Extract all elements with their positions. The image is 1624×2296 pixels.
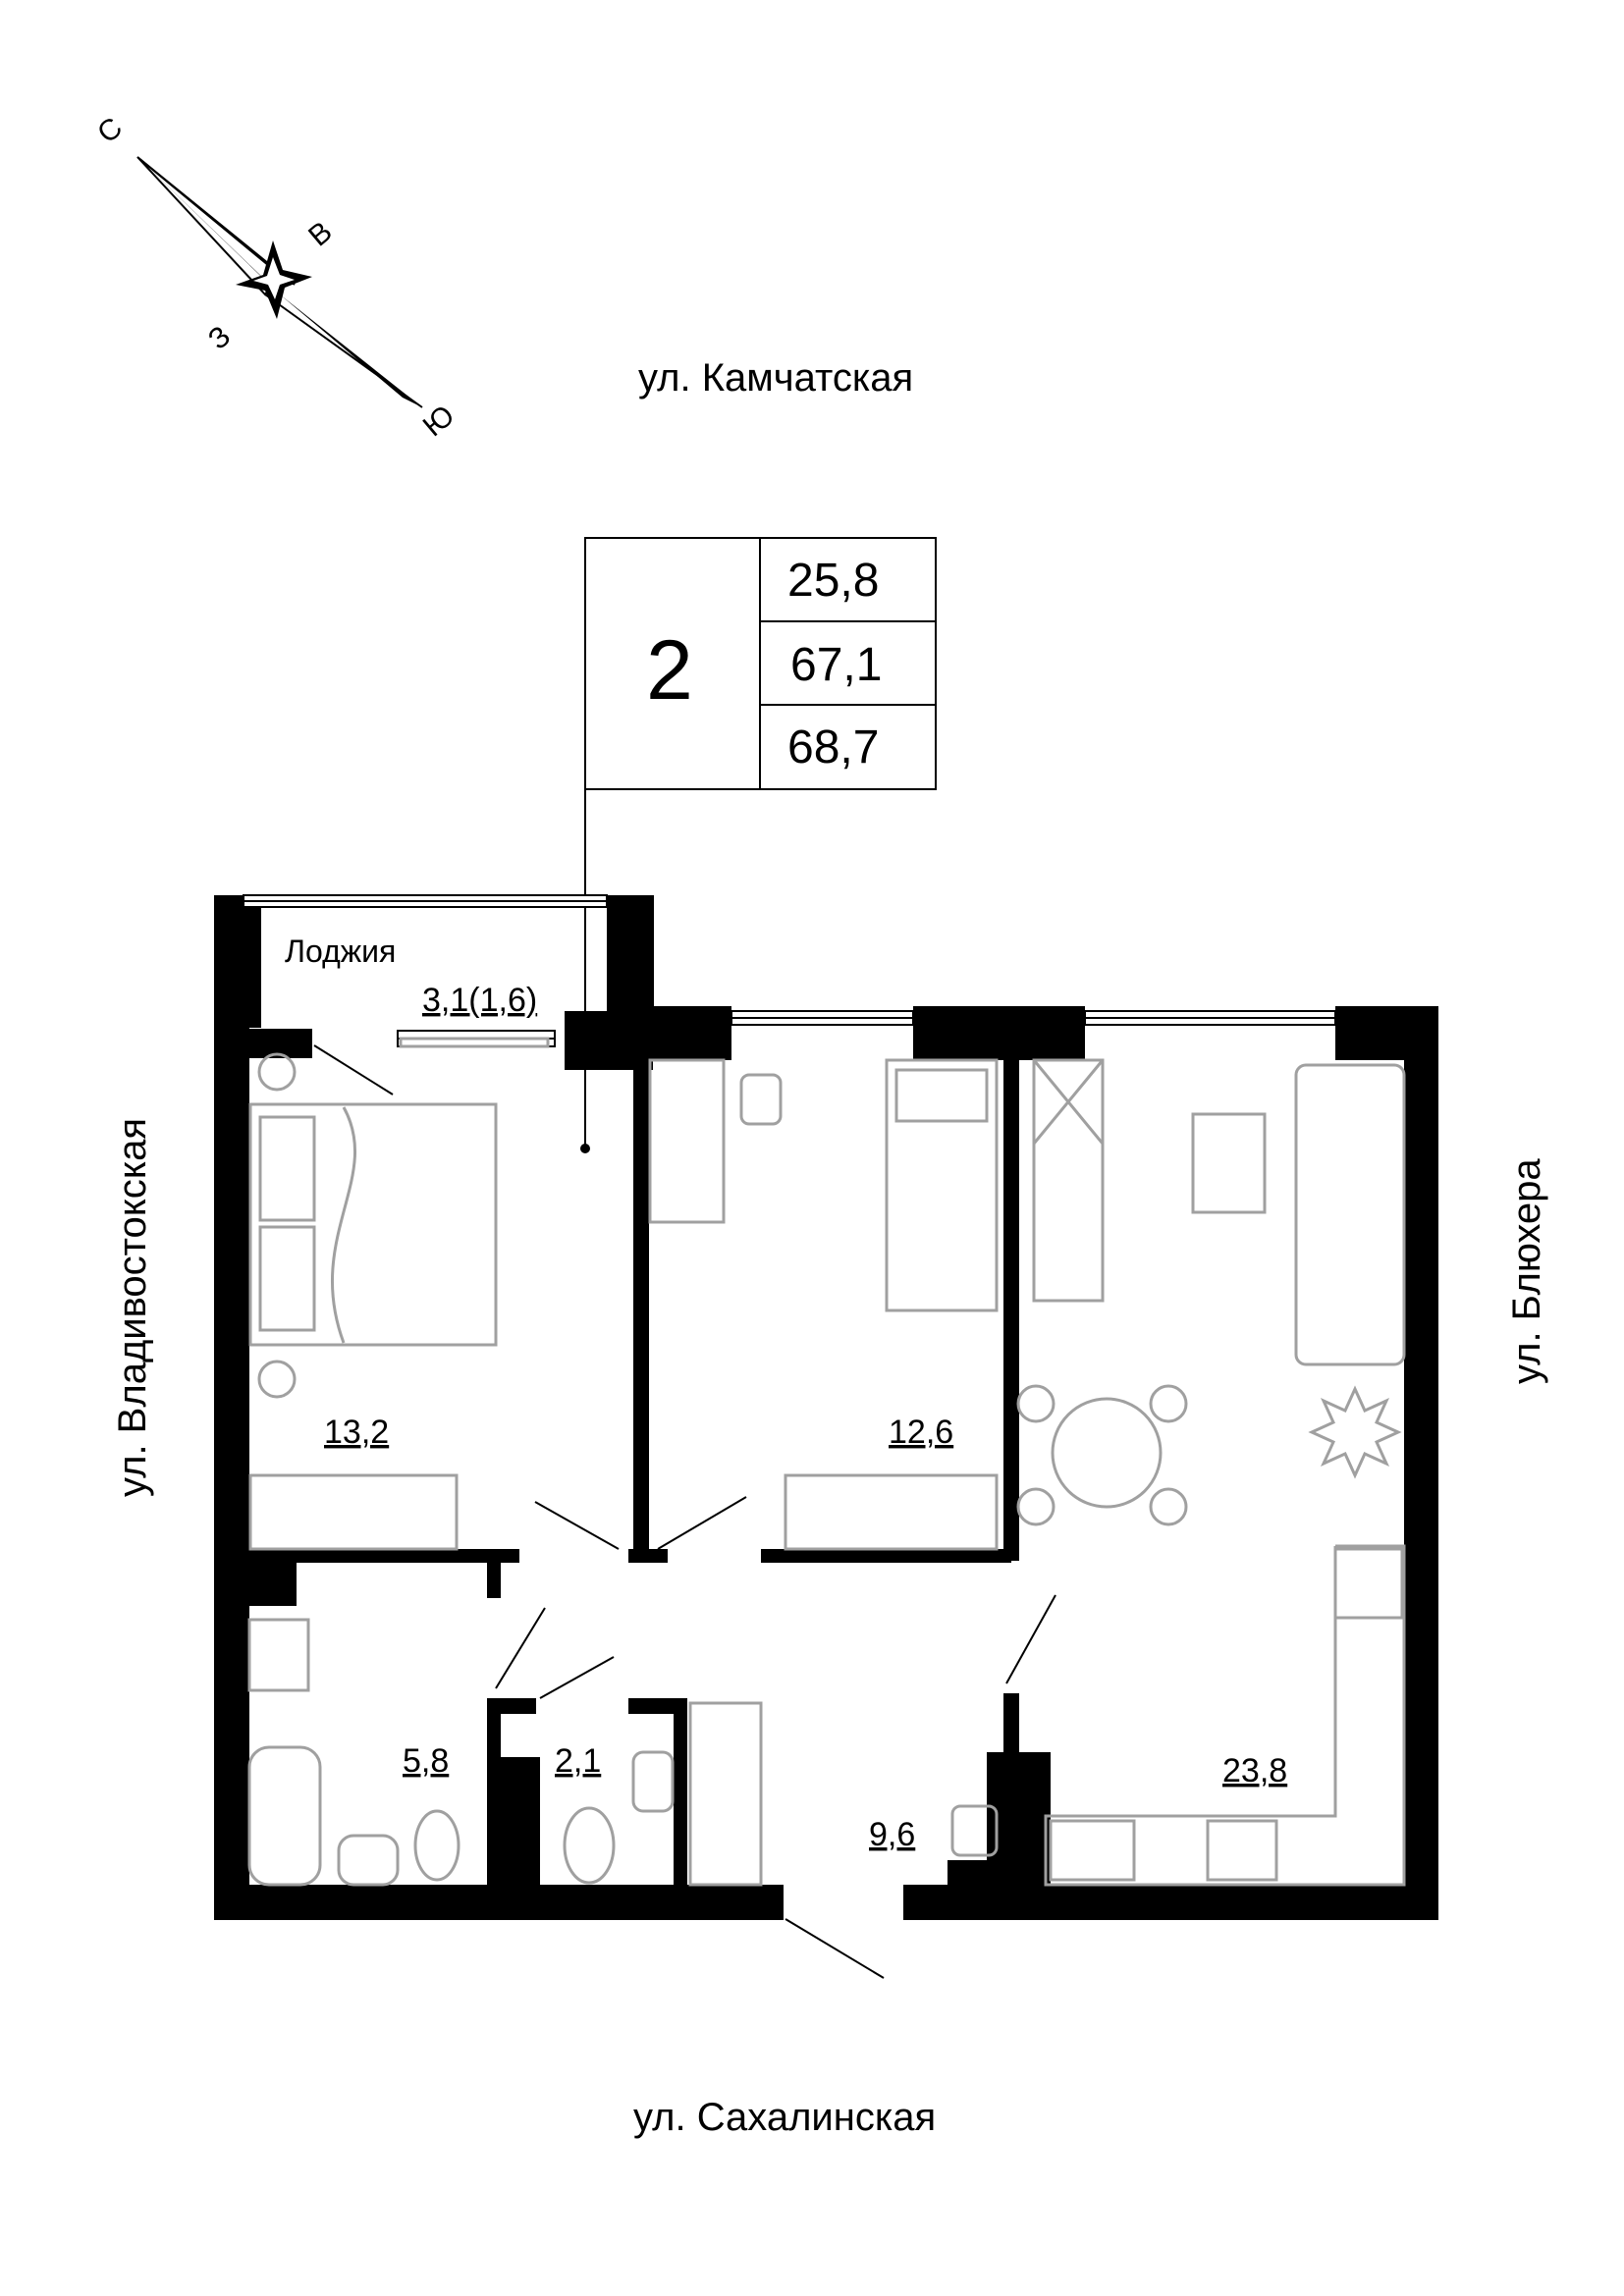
- nightstand-lamp-icon-2: [257, 1360, 297, 1399]
- bathtub: [247, 1745, 322, 1887]
- shoe-cabinet: [950, 1804, 999, 1857]
- loggia-label: Лоджия: [285, 934, 396, 969]
- single-bed: [885, 1058, 999, 1312]
- kitchen-living-area: 23,8: [1222, 1752, 1287, 1789]
- desk: [648, 1058, 726, 1224]
- washing-machine: [247, 1618, 310, 1692]
- dining-table: [1051, 1397, 1163, 1509]
- bed: [248, 1102, 498, 1347]
- compass-needle-south-line: [264, 294, 423, 408]
- fridge: [1333, 1547, 1404, 1620]
- street-right: ул. Блюхера: [1505, 1158, 1548, 1384]
- kitchen-counter: [1044, 1544, 1406, 1887]
- loggia-radiator: [399, 1037, 550, 1048]
- doors: [313, 1044, 1056, 1979]
- sofa: [1294, 1063, 1406, 1366]
- compass-north-letter: С: [91, 111, 129, 149]
- street-bottom: ул. Сахалинская: [633, 2096, 936, 2139]
- toilet-wc: [563, 1806, 616, 1885]
- loggia-area: 3,1(1,6): [422, 982, 537, 1019]
- summary-table: 2 25,8 67,1 68,7: [580, 537, 937, 1153]
- compass-needle-north: [137, 157, 280, 294]
- hall-wardrobe: [688, 1701, 763, 1887]
- wc-basin: [631, 1750, 675, 1813]
- compass-east-letter: В: [302, 216, 339, 253]
- walls: [214, 895, 1438, 1920]
- plant-icon: [1308, 1385, 1402, 1479]
- street-left: ул. Владивостокская: [111, 1118, 154, 1497]
- rooms-count: 2: [646, 623, 693, 718]
- furniture: [247, 1037, 1406, 1887]
- street-top: ул. Камчатская: [638, 356, 913, 400]
- compass-west-letter: З: [202, 320, 237, 356]
- wash-basin: [337, 1834, 400, 1887]
- sink: [1049, 1819, 1136, 1882]
- windows: [243, 894, 1336, 1047]
- living-area-value: 25,8: [787, 555, 879, 607]
- total-area-value: 67,1: [790, 639, 882, 691]
- wardrobe: [1032, 1058, 1105, 1303]
- nightstand-lamp-icon: [257, 1052, 297, 1092]
- compass-rose: С В З Ю: [91, 111, 460, 443]
- toilet-bath: [413, 1809, 460, 1882]
- bathroom-area: 5,8: [403, 1742, 449, 1780]
- tv-stand: [1191, 1112, 1267, 1214]
- total-with-loggia-value: 68,7: [787, 721, 879, 774]
- room2-area: 12,6: [889, 1414, 953, 1451]
- stove: [1206, 1819, 1278, 1882]
- compass-star-inner: [253, 257, 295, 299]
- office-chair: [739, 1073, 783, 1126]
- loggia-pointer-dot: [580, 1144, 590, 1153]
- wc-area: 2,1: [555, 1742, 601, 1780]
- compass-needle-south: [280, 294, 422, 407]
- bedroom-area: 13,2: [324, 1414, 389, 1451]
- hall-area: 9,6: [869, 1816, 915, 1853]
- compass-south-letter: Ю: [417, 400, 460, 444]
